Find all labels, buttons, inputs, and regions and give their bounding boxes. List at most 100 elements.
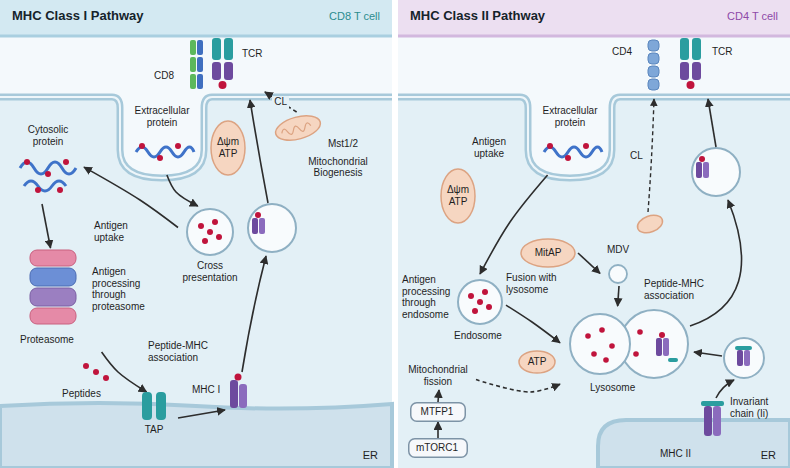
arrow-connector: [437, 422, 439, 438]
node-shape: [206, 38, 270, 92]
cd8-chain: [190, 40, 196, 55]
peptide-dot: [591, 351, 597, 357]
label-slot: Peptides: [62, 388, 108, 400]
process-step: Mitochondrial fission: [402, 364, 476, 390]
t-cell: [398, 0, 790, 36]
tcr-chain: [692, 38, 701, 60]
label-slot: Peptide-MHC association: [148, 340, 228, 363]
node-label: Extracellular protein: [124, 105, 200, 128]
peptide-dot: [219, 81, 227, 89]
peptide-dot: [103, 375, 109, 381]
peptide-dot: [57, 187, 63, 193]
vesicle: [724, 338, 764, 378]
node-label: Proteasome: [20, 334, 90, 346]
lysosome-outline: [570, 314, 630, 374]
label-slot: Peptide-MHC association: [644, 278, 722, 301]
node-label: Antigen processing through endosome: [402, 274, 456, 320]
arrow: [250, 100, 268, 203]
protein: [136, 147, 194, 157]
pit-lumen: [528, 97, 612, 178]
peptide-dot: [687, 81, 695, 89]
peptide-dot: [212, 219, 218, 225]
arrow-connector: [167, 175, 198, 206]
node-label: MDV: [600, 244, 636, 256]
node-label: TCR: [712, 46, 742, 58]
vesicle: MDV: [600, 244, 638, 286]
arrow-connector: [84, 167, 178, 227]
node-label: CD8: [154, 70, 184, 82]
tap-subunit: [142, 392, 152, 420]
callout-label: Antigen uptake: [460, 136, 518, 159]
lysosome: Lysosome: [560, 306, 694, 398]
mhc-i-molecule: [239, 384, 247, 408]
peptide-dot: [659, 332, 665, 338]
arrow-connector: [42, 204, 51, 248]
mitochondrion: [521, 239, 575, 267]
label-slot: MHC I: [192, 384, 226, 396]
synapse-gap: [0, 36, 392, 97]
receptor: TCR: [206, 38, 270, 92]
coreceptor: CD8: [154, 40, 204, 92]
protein-box: MTFP1: [410, 402, 466, 422]
dashed-connector: [476, 380, 560, 392]
tcr-chain: [212, 62, 221, 80]
label-slot: Antigen uptake: [460, 136, 518, 159]
endocytic-pit: Extracellular protein: [124, 101, 202, 175]
box-outline: [409, 439, 468, 458]
vesicle: [248, 204, 296, 252]
cd4-domain: [648, 40, 659, 51]
node-shape: [272, 112, 384, 196]
callout-label: Fusion with lysosome: [506, 272, 560, 295]
peptide-dot: [83, 363, 89, 369]
arrow: [178, 410, 225, 418]
cell-body: [0, 0, 392, 468]
mhc-ii-molecule: [713, 406, 721, 436]
callout-label: Peptide-MHC association: [644, 278, 722, 301]
callout-label: MHC I: [192, 384, 226, 396]
node-label: Mitochondrial Biogenesis: [298, 156, 378, 179]
node-shape: [674, 38, 748, 92]
peptide-dot: [637, 329, 643, 335]
mhc-ii-molecule: [663, 338, 669, 356]
vesicle-outline: [609, 265, 627, 283]
invariant-chain: [735, 346, 752, 350]
peptide-dot: [24, 159, 30, 165]
peptide-dot: [609, 343, 615, 349]
arrow-connector: [578, 253, 600, 273]
label-slot: Fusion with lysosome: [506, 272, 560, 295]
node-label: Extracellular protein: [532, 105, 608, 128]
mhc-ii-molecule: [696, 162, 702, 178]
endoplasmic-reticulum: [0, 403, 392, 468]
protein-box: mTORC1: [408, 438, 468, 458]
vesicle: [692, 148, 740, 196]
t-cell-membrane: [398, 35, 790, 38]
proteasome-ring: [30, 308, 76, 324]
mitochondrion: Mst1/2Mitochondrial Biogenesis: [272, 112, 384, 196]
endosome: Antigen processing through endosomeEndos…: [402, 274, 506, 348]
node-label: TAP: [134, 424, 174, 436]
node-label: Mitochondrial fission: [402, 364, 474, 387]
peptide-dot: [139, 143, 145, 149]
proteasome-ring: [30, 250, 76, 266]
synapse-gap: [398, 36, 790, 97]
arrow-connector: [506, 305, 560, 343]
node-label: TCR: [242, 48, 268, 60]
connector-label: CL: [272, 96, 289, 108]
cytosolic-protein: Cytosolic protein: [14, 122, 84, 204]
panel: MHC Class I PathwayCD8 T cellCD8TCRExtra…: [0, 0, 392, 468]
box-outline: [411, 403, 466, 422]
tcr-chain: [224, 62, 233, 80]
callout-label: MHC II: [660, 448, 700, 460]
panel-title: MHC Class II Pathway: [410, 9, 545, 24]
node-label: CD4: [612, 46, 642, 58]
proteasome-ring: [30, 268, 76, 286]
proteasome: Antigen processing through proteasomePro…: [14, 248, 160, 352]
mhc-ii-molecule: [656, 338, 662, 356]
mhc-i-molecule: [230, 380, 238, 408]
arrow: [716, 380, 734, 398]
er-band: ER: [0, 406, 392, 468]
peptide-dot: [255, 212, 261, 218]
mitochondrion: ATP: [518, 350, 558, 374]
mhc-ii-molecule: [737, 350, 743, 366]
callout-label: Peptides: [62, 388, 108, 400]
